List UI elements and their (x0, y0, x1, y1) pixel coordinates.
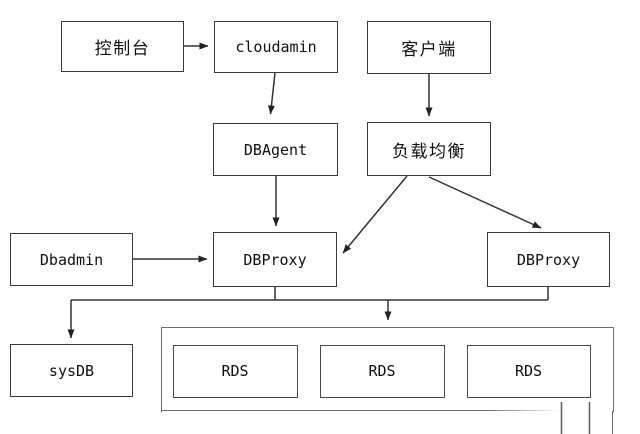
node-sysdb: sysDB (10, 344, 133, 397)
node-client-label: 客户端 (401, 40, 457, 59)
node-dbadmin: Dbadmin (10, 233, 133, 286)
node-dbproxy-left: DBProxy (213, 232, 337, 287)
node-rds-2-label: RDS (368, 362, 396, 380)
node-rds-1-label: RDS (221, 362, 249, 380)
node-dbadmin-label: Dbadmin (39, 250, 104, 269)
node-cloudamin: cloudamin (214, 21, 338, 73)
container-bottom-edge-fading (161, 409, 614, 411)
rds-group-container: RDS RDS RDS (161, 327, 614, 412)
edge-loadbalancer-dbproxy-right (428, 176, 542, 229)
node-rds-3: RDS (466, 344, 591, 398)
node-rds-1: RDS (172, 344, 298, 398)
node-dbproxy-left-label: DBProxy (243, 250, 307, 269)
node-load-balancer-label: 负载均衡 (392, 141, 466, 161)
edge-cloudamin-dbagent (267, 72, 276, 115)
node-dbagent: DBAgent (213, 123, 338, 176)
node-rds-3-label: RDS (514, 362, 543, 380)
node-dbproxy-right-label: DBProxy (516, 250, 581, 269)
node-dbagent-label: DBAgent (243, 140, 308, 159)
node-client: 客户端 (367, 21, 491, 74)
node-sysdb-label: sysDB (48, 361, 95, 380)
container-right-edge-extension (611, 411, 613, 434)
node-load-balancer: 负载均衡 (367, 122, 491, 176)
edge-loadbalancer-dbproxy-left (342, 175, 408, 254)
node-dbproxy-right: DBProxy (487, 232, 610, 287)
node-console: 控制台 (61, 21, 184, 72)
node-rds-2: RDS (319, 344, 445, 398)
node-cloudamin-label: cloudamin (235, 38, 317, 56)
node-console-label: 控制台 (94, 39, 151, 58)
